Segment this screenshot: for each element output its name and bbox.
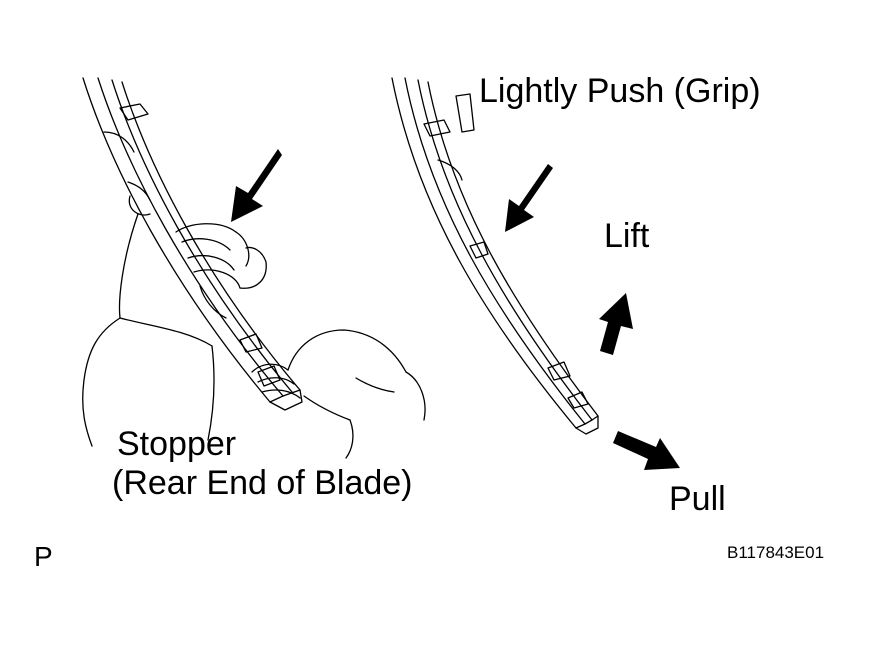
figure-code: B117843E01 xyxy=(727,543,825,562)
right-wiper-blade xyxy=(391,77,599,435)
push-arrow-icon xyxy=(505,164,553,232)
left-sleeve xyxy=(82,213,215,447)
upper-hand xyxy=(128,195,267,319)
stopper-label: Stopper xyxy=(117,425,237,463)
lift-arrow-icon xyxy=(599,293,633,355)
stopper-sublabel: (Rear End of Blade) xyxy=(112,464,413,502)
push-arrow-icon xyxy=(231,149,282,222)
pull-arrow-icon xyxy=(613,431,680,470)
pull-label: Pull xyxy=(669,480,726,518)
page-mark: P xyxy=(34,541,53,572)
lightly-push-label: Lightly Push (Grip) xyxy=(479,72,761,110)
lift-label: Lift xyxy=(604,217,650,255)
left-wiper-blade xyxy=(82,77,303,411)
lower-hand xyxy=(251,329,426,459)
